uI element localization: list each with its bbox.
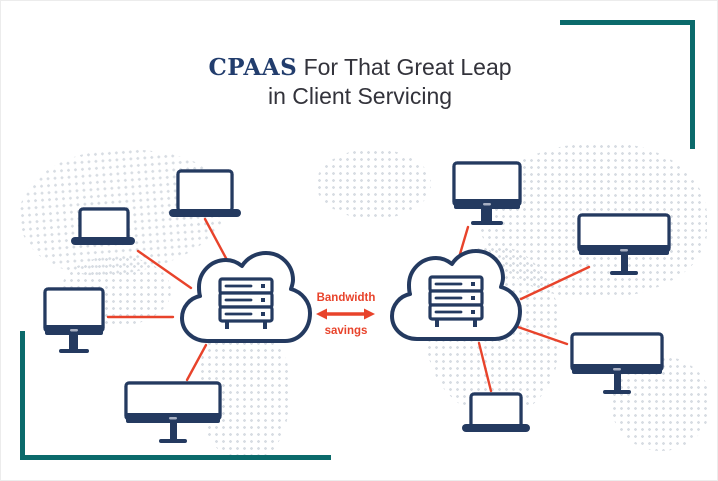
cloud-right [390, 249, 522, 341]
widescreen-right-top [577, 213, 671, 275]
monitor-left [43, 287, 105, 353]
monitor-foot [159, 439, 187, 443]
title-line-1: CPAAS For That Great Leap [1, 53, 717, 82]
laptop-base [71, 237, 135, 245]
monitor-foot [59, 349, 89, 353]
monitor-right-top [452, 161, 522, 225]
arrow-right-head [364, 308, 375, 320]
monitor-stand [170, 423, 177, 439]
corner-accent-top-right-vertical [690, 20, 695, 149]
map-region-europe [316, 149, 431, 219]
laptop-left [71, 207, 135, 245]
cloud-left [180, 251, 312, 343]
laptop-base [169, 209, 241, 217]
laptop-bottom-right [462, 392, 530, 432]
monitor-stand [69, 335, 78, 349]
laptop-base [462, 424, 530, 432]
laptop-top [169, 169, 241, 217]
title-brand: CPAAS [208, 54, 298, 81]
monitor-stand [481, 209, 492, 223]
monitor-stand [614, 374, 621, 390]
savings-label: savings [325, 325, 368, 337]
corner-accent-top-right-horizontal [560, 20, 695, 25]
title-line1-rest: For That Great Leap [297, 54, 512, 80]
corner-accent-bottom-left-horizontal [20, 455, 331, 460]
widescreen-bottom-left [124, 381, 222, 443]
title-line-2: in Client Servicing [267, 83, 453, 109]
monitor-stand [621, 255, 628, 271]
monitor-foot [603, 390, 631, 394]
monitor-foot [610, 271, 638, 275]
page-title: CPAAS For That Great Leap in Client Serv… [1, 53, 717, 110]
widescreen-right-mid [570, 332, 664, 394]
bandwidth-savings-connector: Bandwidth savings [316, 292, 375, 337]
bandwidth-label: Bandwidth [317, 292, 376, 304]
arrow-left-head [316, 308, 327, 320]
connection-lines [106, 217, 591, 393]
monitor-foot [471, 221, 503, 225]
corner-accent-bottom-left-vertical [20, 331, 25, 460]
